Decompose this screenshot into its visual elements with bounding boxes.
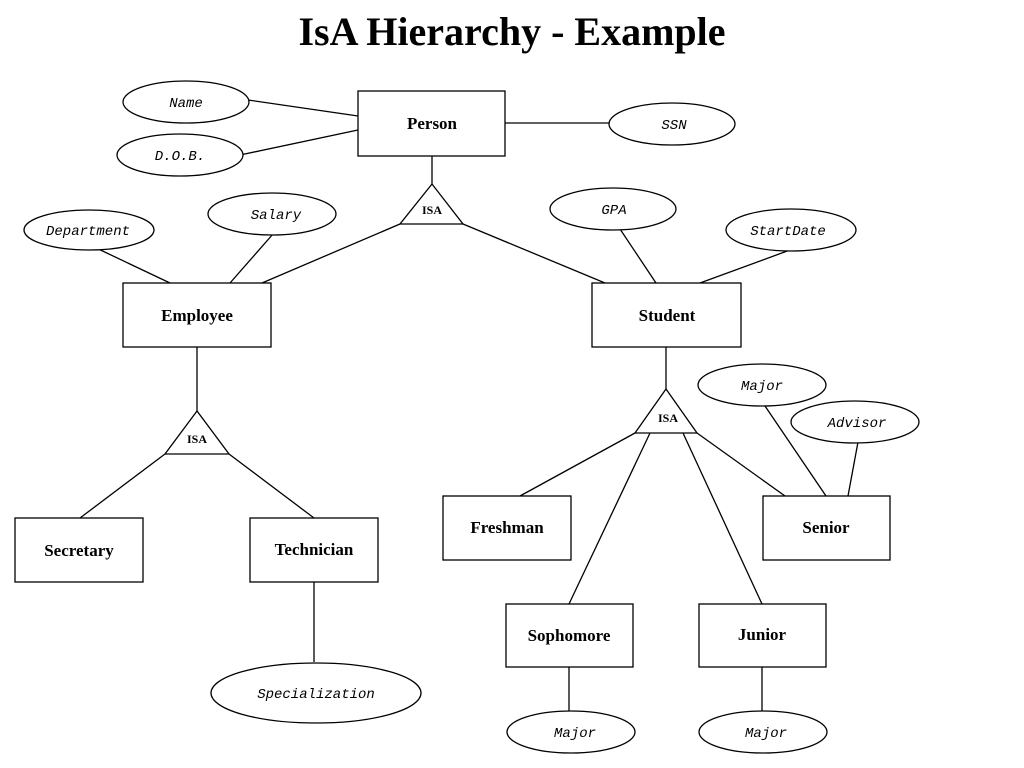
attr-name-ellipse — [122, 80, 250, 124]
entity-senior: Senior — [762, 495, 891, 561]
isa-student-label: ISA — [658, 411, 678, 425]
entity-person-box — [357, 90, 506, 157]
isa-person-label: ISA — [422, 203, 442, 217]
attr-department: Department — [23, 209, 155, 251]
attr-ssn: SSN — [608, 102, 736, 146]
entity-person: Person — [357, 90, 506, 157]
entity-sophomore-label: Sophomore — [528, 626, 611, 645]
attr-ssn-label: SSN — [661, 118, 687, 134]
entity-sophomore: Sophomore — [505, 603, 634, 668]
attr-name: Name — [122, 80, 250, 124]
entity-junior: Junior — [698, 603, 827, 668]
entity-student: Student — [591, 282, 742, 348]
entity-senior-box — [762, 495, 891, 561]
link-startdate-student — [699, 249, 791, 284]
attr-major-senior-ellipse — [697, 363, 827, 407]
entity-student-box — [591, 282, 742, 348]
entity-sophomore-box — [505, 603, 634, 668]
entity-freshman-box — [442, 495, 572, 561]
attr-name-label: Name — [169, 96, 203, 112]
link-gpa-student — [619, 228, 657, 284]
isa-employee-triangle — [163, 409, 231, 455]
attr-dob-label: D.O.B. — [155, 149, 205, 165]
attr-salary-ellipse — [207, 192, 337, 236]
attr-major-junior: Major — [698, 710, 828, 754]
entity-secretary: Secretary — [14, 517, 144, 583]
entity-student-label: Student — [639, 306, 696, 325]
entity-employee: Employee — [122, 282, 272, 348]
attr-dob-ellipse — [116, 133, 244, 177]
attr-dob: D.O.B. — [116, 133, 244, 177]
entity-senior-label: Senior — [802, 518, 850, 537]
entity-junior-box — [698, 603, 827, 668]
attr-gpa: GPA — [549, 187, 677, 231]
isa-employee-label: ISA — [187, 432, 207, 446]
link-department-employee — [91, 245, 171, 284]
entity-technician: Technician — [249, 517, 379, 583]
isa-student-triangle — [633, 387, 699, 434]
entity-freshman-label: Freshman — [470, 518, 544, 537]
link-isa-secretary — [79, 453, 166, 519]
attr-startdate-label: StartDate — [750, 224, 826, 240]
attr-advisor-ellipse — [790, 400, 920, 444]
isa-employee: ISA — [163, 409, 231, 455]
entity-employee-label: Employee — [161, 306, 233, 325]
link-salary-employee — [229, 233, 274, 284]
link-isa-student — [462, 223, 606, 284]
attr-gpa-ellipse — [549, 187, 677, 231]
link-isa-senior — [696, 432, 786, 497]
entity-technician-label: Technician — [275, 540, 354, 559]
link-isa-junior — [682, 432, 763, 605]
entity-freshman: Freshman — [442, 495, 572, 561]
attr-major-junior-label: Major — [745, 726, 787, 742]
link-name-person — [247, 99, 359, 117]
entity-technician-box — [249, 517, 379, 583]
link-isa-employee — [261, 223, 401, 284]
attr-major-senior-label: Major — [741, 379, 783, 395]
link-isa-freshman — [519, 432, 636, 497]
entity-secretary-label: Secretary — [44, 541, 114, 560]
attr-major-senior: Major — [697, 363, 827, 407]
attr-startdate-ellipse — [725, 208, 857, 252]
link-advisor-senior — [847, 441, 859, 497]
isa-person: ISA — [398, 182, 465, 225]
diagram-title: IsA Hierarchy - Example — [298, 9, 726, 54]
isa-student: ISA — [633, 387, 699, 434]
entity-junior-label: Junior — [738, 625, 787, 644]
link-isa-sophomore — [568, 432, 651, 605]
attr-department-ellipse — [23, 209, 155, 251]
attr-advisor: Advisor — [790, 400, 920, 444]
attr-major-sophomore-label: Major — [554, 726, 596, 742]
attr-specialization-label: Specialization — [257, 687, 375, 703]
attr-major-junior-ellipse — [698, 710, 828, 754]
attr-specialization: Specialization — [210, 662, 422, 724]
link-isa-technician — [228, 453, 315, 519]
link-major-senior — [764, 405, 827, 497]
connectors — [79, 99, 859, 712]
isa-person-triangle — [398, 182, 465, 225]
attr-salary-label: Salary — [251, 208, 302, 224]
attr-specialization-ellipse — [210, 662, 422, 724]
entity-employee-box — [122, 282, 272, 348]
attr-salary: Salary — [207, 192, 337, 236]
attr-ssn-ellipse — [608, 102, 736, 146]
entity-secretary-box — [14, 517, 144, 583]
attr-startdate: StartDate — [725, 208, 857, 252]
attr-advisor-label: Advisor — [827, 416, 887, 432]
entity-person-label: Person — [407, 114, 458, 133]
attr-major-sophomore: Major — [506, 710, 636, 754]
attr-department-label: Department — [46, 224, 130, 240]
attr-gpa-label: GPA — [601, 203, 626, 219]
attr-major-sophomore-ellipse — [506, 710, 636, 754]
link-dob-person — [239, 129, 359, 156]
